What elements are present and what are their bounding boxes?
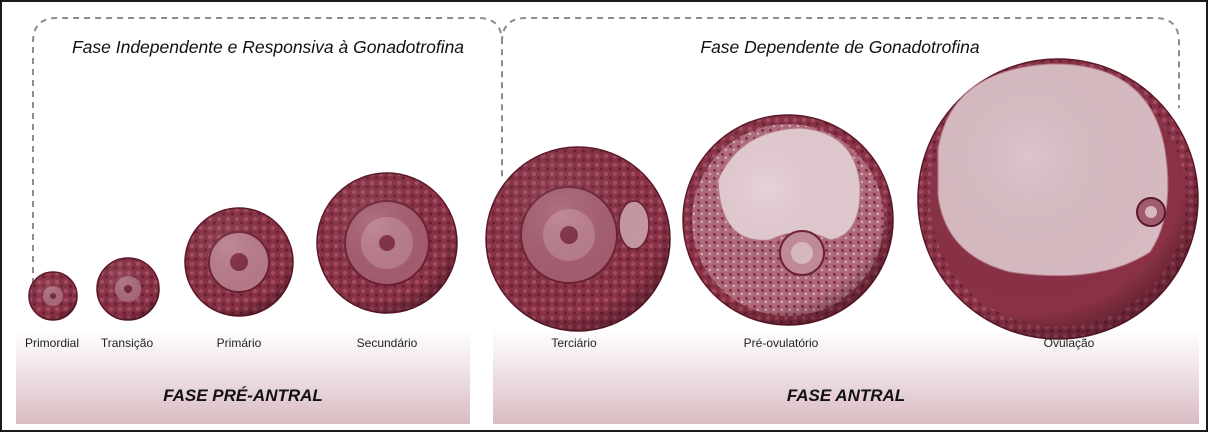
stage-label-primordial: Primordial <box>25 336 79 350</box>
stage-label-pre-ovulatorio: Pré-ovulatório <box>744 336 819 350</box>
follicle-pre-ovulatorio <box>683 115 893 325</box>
stage-label-ovulacao: Ovulação <box>1044 336 1095 350</box>
follicle-primordial <box>29 272 77 320</box>
pre-antral-phase-label: FASE PRÉ-ANTRAL <box>163 386 323 406</box>
stage-label-transicao: Transição <box>101 336 153 350</box>
follicle-primario <box>185 208 293 316</box>
follicle-terciario <box>486 147 670 331</box>
antral-phase-label: FASE ANTRAL <box>787 386 905 406</box>
independent-phase-title: Fase Independente e Responsiva à Gonadot… <box>68 37 468 58</box>
dependent-phase-title: Fase Dependente de Gonadotrofina <box>696 37 983 58</box>
follicle-ovulacao <box>918 59 1198 339</box>
follicle-transicao <box>97 258 159 320</box>
stage-label-terciario: Terciário <box>551 336 596 350</box>
stage-label-secundario: Secundário <box>357 336 418 350</box>
stage-label-primario: Primário <box>217 336 262 350</box>
follicle-secundario <box>317 173 457 313</box>
